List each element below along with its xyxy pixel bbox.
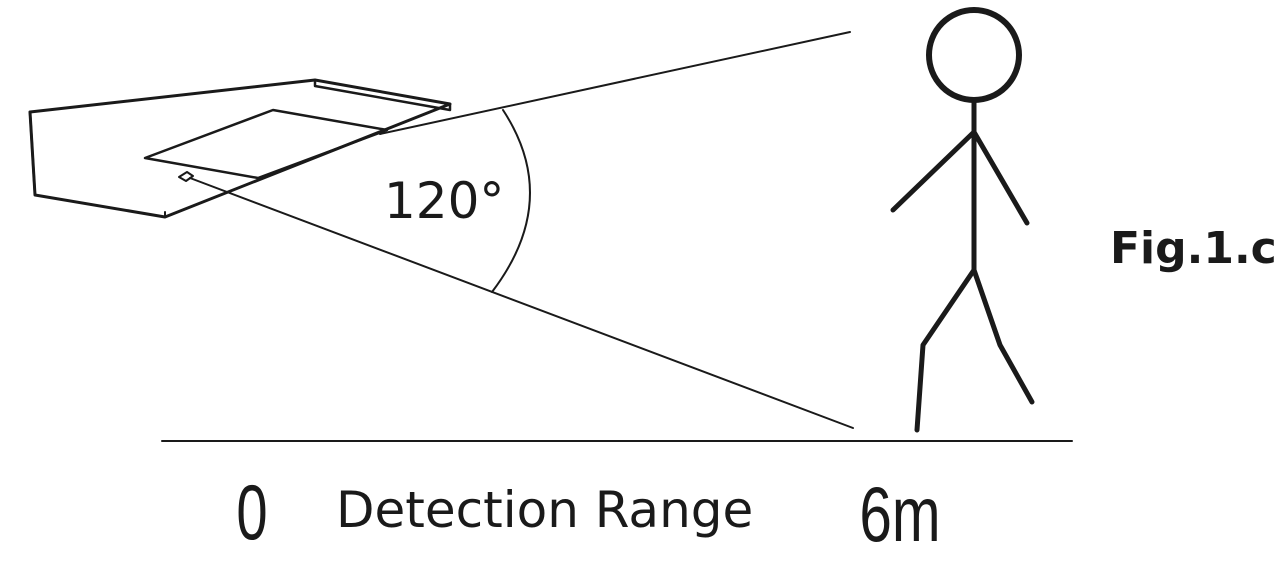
range-title: Detection Range [336, 481, 753, 539]
range-start-label: 0 [236, 469, 267, 556]
person-icon [890, 7, 1035, 433]
angle-arc [491, 109, 531, 293]
range-end-label: 6m [859, 471, 940, 558]
angle-label: 120° [384, 172, 504, 230]
sensor-lamp-icon [28, 78, 452, 219]
detection-cone [189, 31, 854, 429]
figure-label: Fig.1.c [1110, 223, 1277, 274]
